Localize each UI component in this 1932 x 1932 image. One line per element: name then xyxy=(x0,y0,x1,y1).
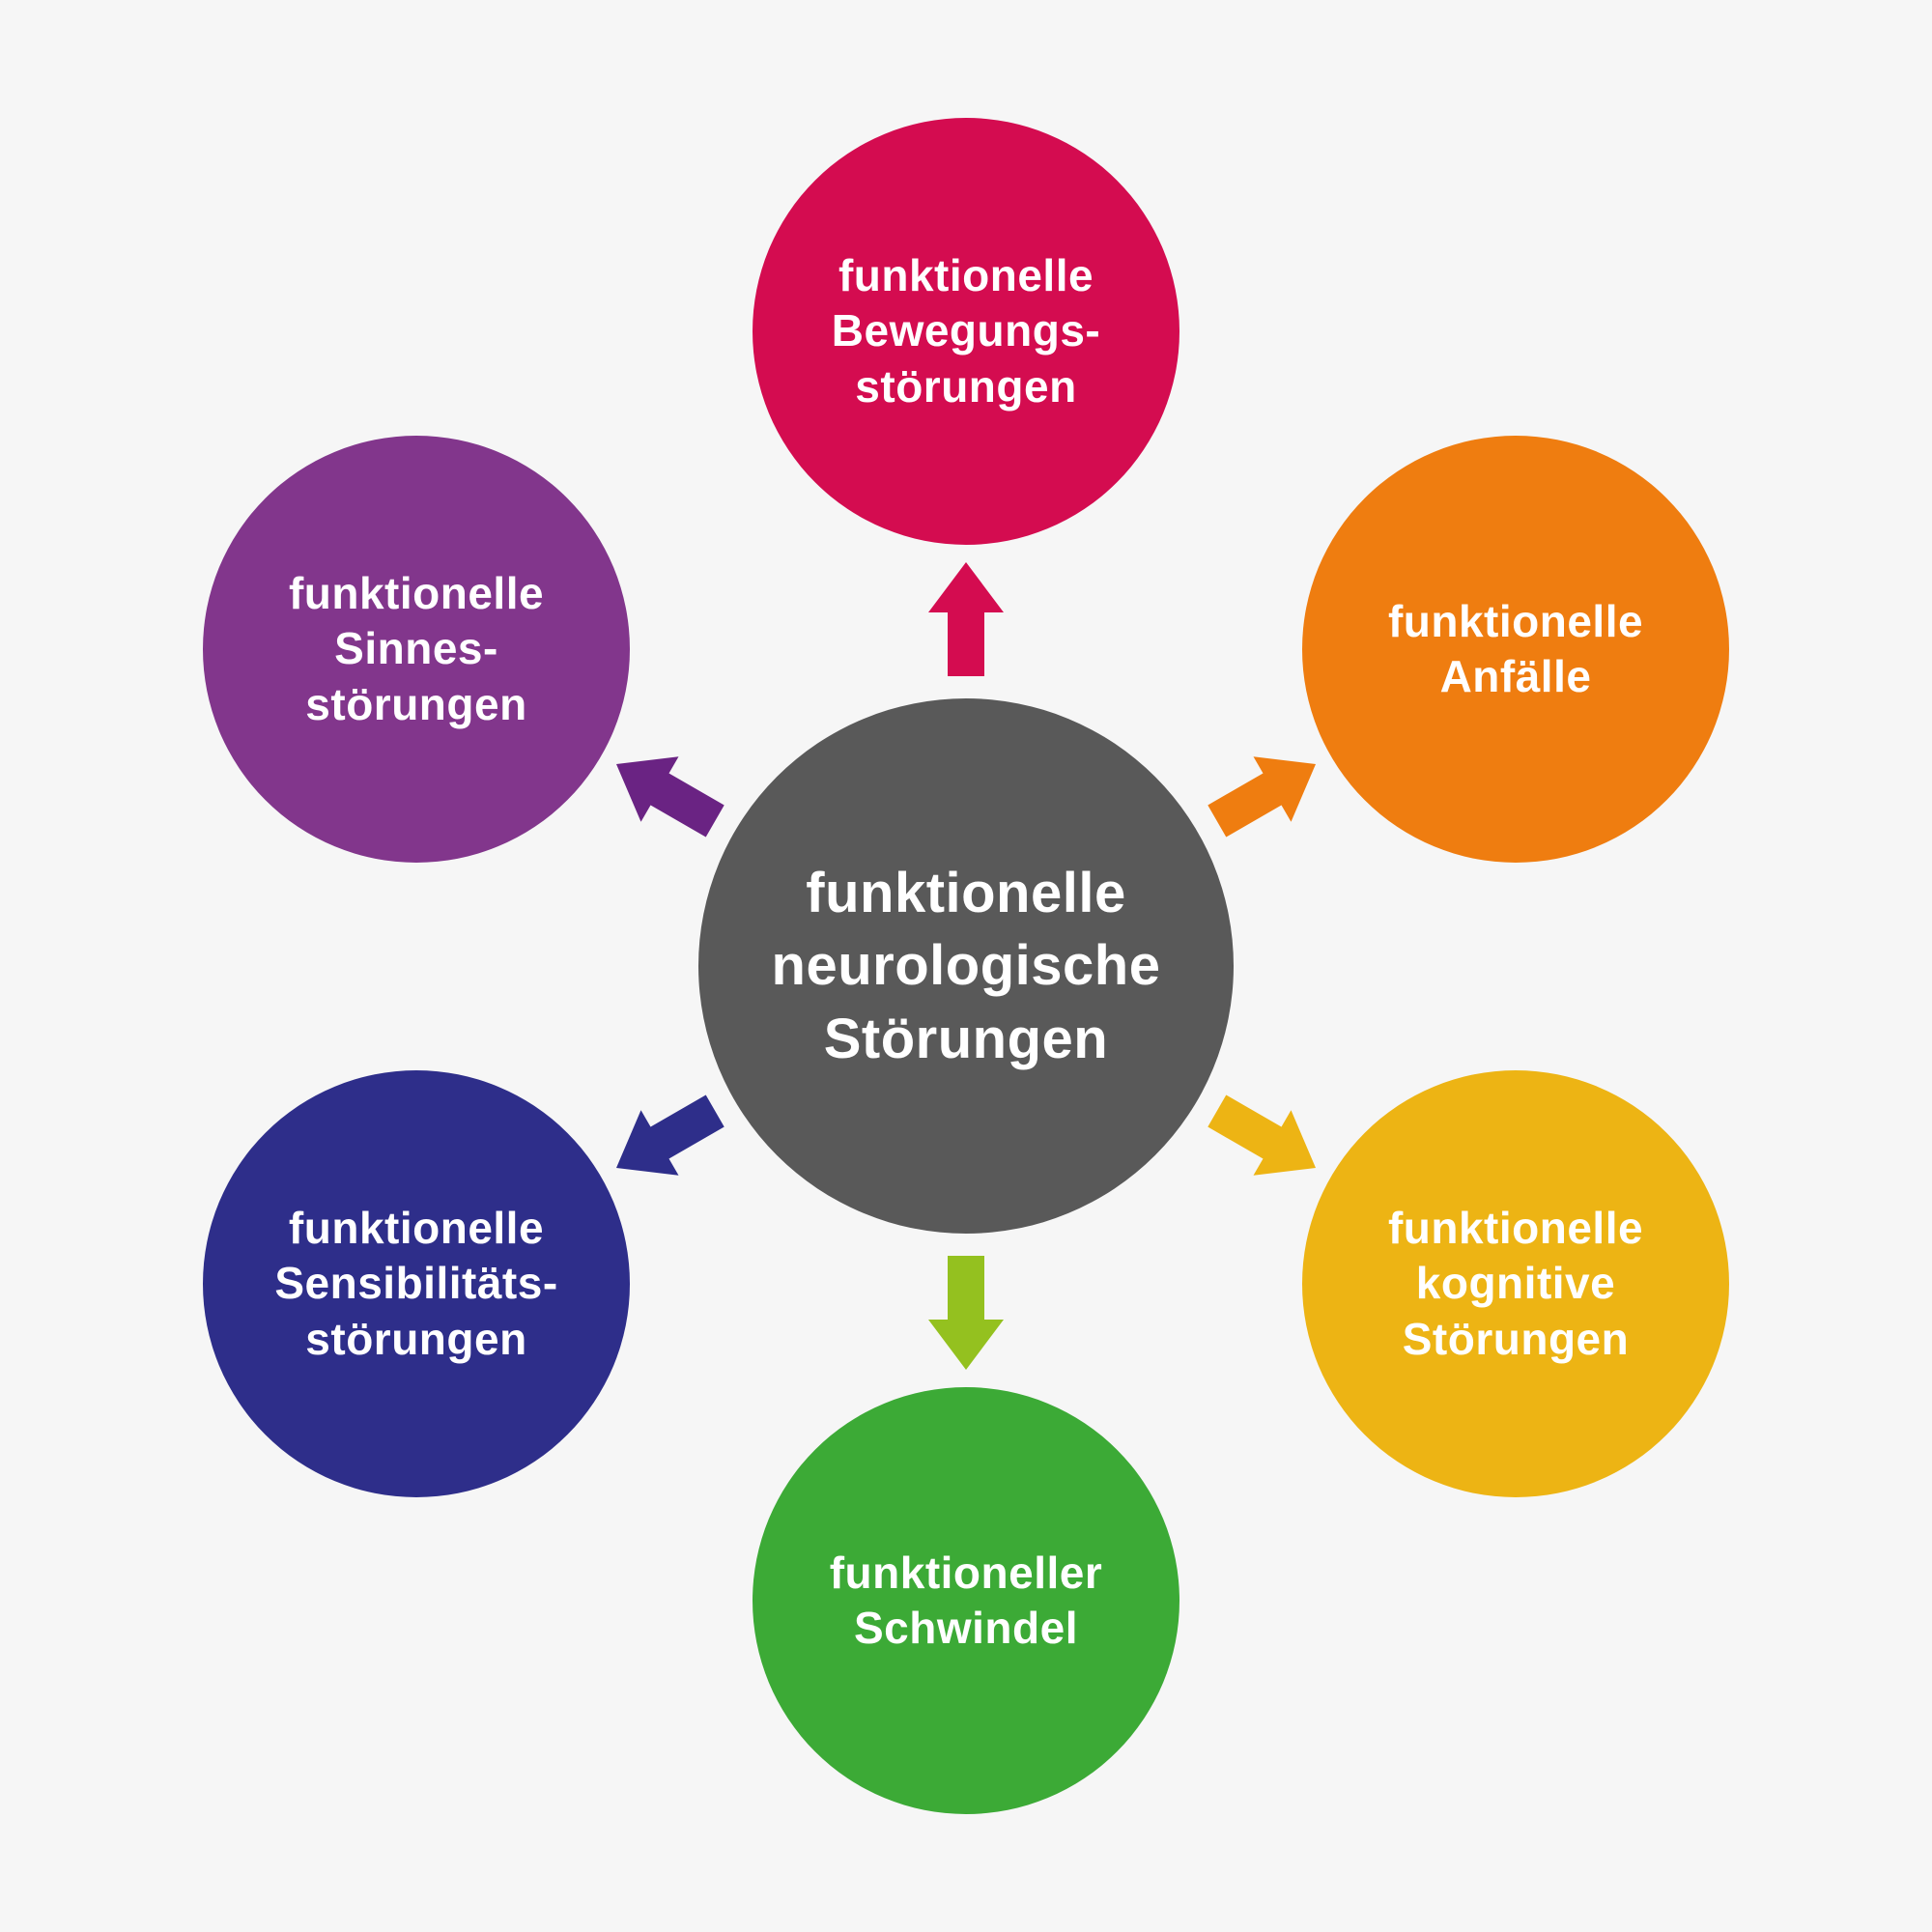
node-label: funktionelle Sinnes- störungen xyxy=(288,567,545,729)
node-cognitive-disorders: funktionelle kognitive Störungen xyxy=(1302,1070,1729,1497)
center-node-label: funktionelle neurologische Störungen xyxy=(771,861,1161,1070)
node-label: funktionelle Sensibilitäts- störungen xyxy=(274,1202,558,1364)
node-sense-disorders: funktionelle Sinnes- störungen xyxy=(203,436,630,863)
arrow-to-bottom-left xyxy=(616,1094,724,1176)
arrow-to-top-right xyxy=(1208,756,1316,838)
arrow-to-top-left xyxy=(616,756,724,838)
node-label: funktionelle Anfälle xyxy=(1387,595,1644,702)
arrow-to-bottom xyxy=(928,1256,1004,1370)
arrow-to-top xyxy=(928,562,1004,676)
arrow-to-bottom-right xyxy=(1208,1094,1316,1176)
node-movement-disorders: funktionelle Bewegungs- störungen xyxy=(753,118,1179,545)
node-sensory-disorders: funktionelle Sensibilitäts- störungen xyxy=(203,1070,630,1497)
node-dizziness: funktioneller Schwindel xyxy=(753,1387,1179,1814)
node-label: funktionelle kognitive Störungen xyxy=(1387,1202,1644,1364)
node-label: funktionelle Bewegungs- störungen xyxy=(831,249,1101,412)
center-node: funktionelle neurologische Störungen xyxy=(698,698,1234,1234)
node-seizures: funktionelle Anfälle xyxy=(1302,436,1729,863)
node-label: funktioneller Schwindel xyxy=(829,1547,1103,1654)
